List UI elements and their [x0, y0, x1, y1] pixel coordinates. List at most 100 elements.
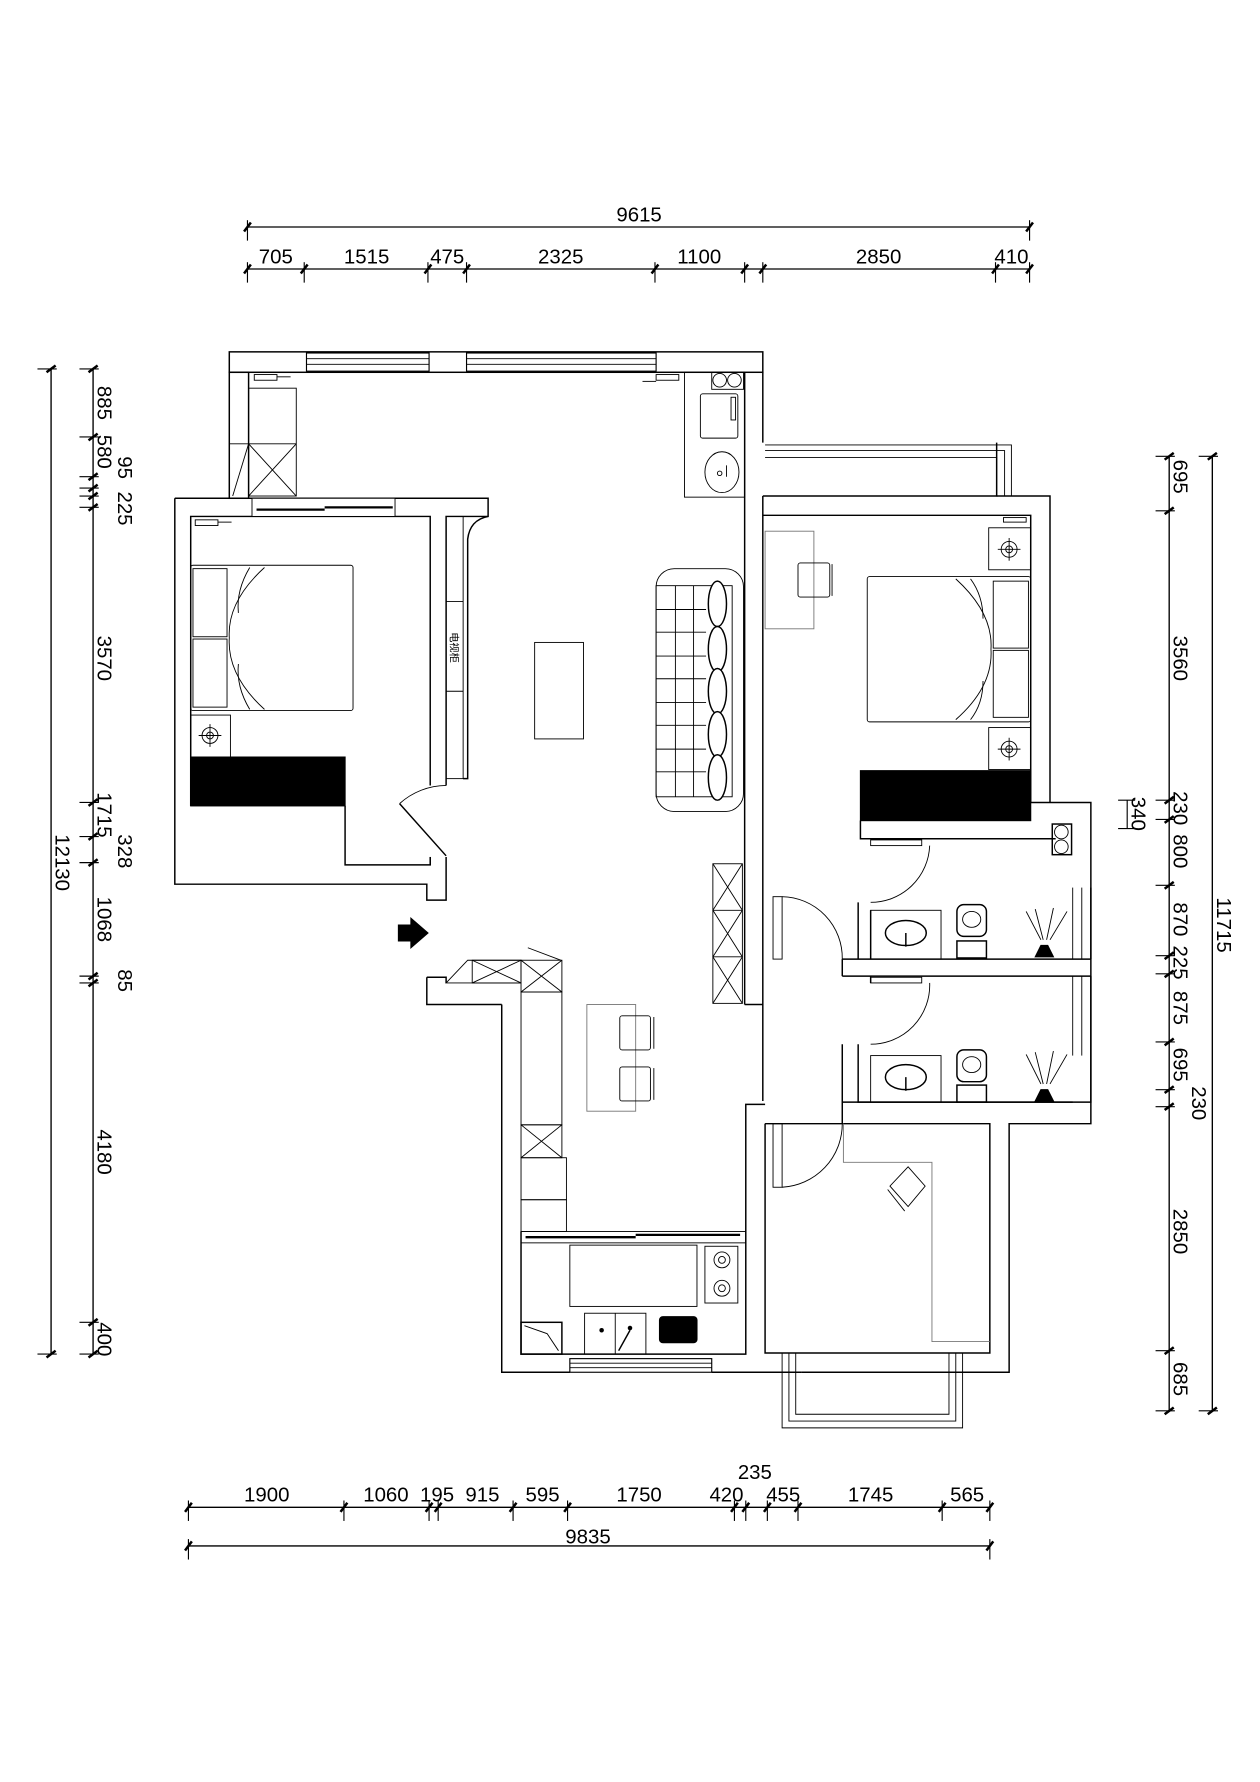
dimension-line	[299, 263, 309, 275]
dimension-line	[793, 1502, 803, 1513]
dimension-line	[563, 1502, 572, 1513]
dimension-line	[184, 1540, 193, 1552]
shower-icon	[1025, 1050, 1068, 1102]
wardrobe-left	[190, 756, 346, 807]
balcony-top	[765, 444, 1012, 497]
dimension-line	[87, 858, 99, 868]
toilet	[956, 903, 988, 959]
desk-bedroom	[764, 530, 833, 630]
dimension-label: 475	[430, 246, 464, 268]
dimension-line	[87, 491, 99, 501]
dimension-label: 195	[420, 1485, 454, 1507]
dimension-label: 870	[1169, 902, 1191, 936]
dimension-line	[1025, 221, 1034, 233]
dimension-line	[730, 1502, 739, 1513]
dimension-line	[1163, 880, 1175, 890]
dimension-line	[1163, 1085, 1175, 1095]
sofa-cushion	[707, 580, 728, 628]
dimension-line	[433, 1502, 443, 1513]
dimension-line	[508, 1502, 518, 1513]
dimension-label: 1750	[616, 1485, 661, 1507]
dimension-line	[1163, 1102, 1175, 1112]
dimension-line	[1163, 1346, 1175, 1356]
bed-right	[866, 576, 1032, 723]
exhaust-shaft	[1051, 823, 1073, 856]
dimension-line	[1025, 263, 1034, 275]
dimension-label: 1060	[363, 1485, 408, 1507]
dimension-label: 2850	[856, 246, 901, 268]
dimension-label: 705	[259, 246, 293, 268]
dimension-label: 885	[93, 386, 115, 420]
dimension-line	[87, 832, 99, 841]
dimension-label: 225	[1169, 945, 1191, 979]
dimension-label: 455	[766, 1485, 800, 1507]
sliding-door-bedroom	[251, 497, 396, 517]
kitchenette	[684, 371, 746, 498]
dimension-line	[243, 263, 252, 275]
dimension-label: 230	[1169, 791, 1191, 825]
dimension-label: 1715	[93, 792, 115, 837]
dimension-label: 328	[113, 834, 135, 868]
cooktop	[704, 1245, 739, 1304]
dimension-label: 580	[93, 435, 115, 469]
sofa-cushion	[707, 754, 728, 801]
dimension-line	[1163, 451, 1175, 461]
dimension-extra: 340	[1127, 797, 1149, 831]
tall-cabinet	[248, 387, 297, 497]
dimension-label: 695	[1169, 1048, 1191, 1082]
coffee-table	[534, 641, 584, 740]
radiator-icon	[253, 374, 291, 381]
balcony-bottom	[781, 1352, 964, 1429]
dimension-line	[87, 483, 99, 493]
radiator-icon	[642, 374, 680, 382]
top-window-left	[305, 352, 430, 372]
dimension-label: 1900	[244, 1485, 289, 1507]
dimension-label: 1745	[848, 1485, 893, 1507]
dimension-line	[741, 1502, 751, 1513]
fridge	[520, 1321, 563, 1355]
dimension-line	[87, 978, 99, 988]
wardrobe-right	[859, 770, 1032, 822]
bathroom-2-fixtures	[870, 1049, 1068, 1103]
toilet	[956, 1049, 988, 1103]
chair	[619, 1066, 655, 1102]
dimension-total-bottom: 9835	[565, 1527, 610, 1549]
dimension-label: 1068	[93, 897, 115, 942]
dimension-label: 800	[1169, 834, 1191, 868]
dimension-line	[424, 1502, 434, 1513]
dimension-line	[184, 1502, 193, 1513]
dimension-label: 85	[113, 969, 135, 992]
chair	[619, 1015, 655, 1051]
dimension-label: 3560	[1169, 636, 1191, 681]
dimension-line	[243, 221, 252, 233]
dimension-total-right: 11715	[1212, 897, 1234, 952]
dimension-line	[758, 263, 768, 275]
dimension-line	[1163, 1037, 1175, 1047]
dimension-label: 1515	[344, 246, 389, 268]
dimension-line	[1163, 795, 1175, 805]
kitchen-sliding-door	[520, 1231, 747, 1244]
entrance-cabinets	[445, 947, 567, 1232]
dimension-label: 225	[113, 491, 135, 525]
study-desk	[842, 1123, 990, 1343]
bar-table	[586, 1004, 655, 1112]
kitchen-window	[569, 1358, 713, 1373]
dimension-line	[423, 263, 433, 275]
walls	[174, 351, 1092, 1429]
dimension-line	[87, 502, 99, 512]
dimension-label: 95	[113, 456, 135, 479]
dimension-label: 235	[738, 1462, 772, 1484]
dimension-line	[985, 1502, 995, 1513]
sofa-cushion	[707, 625, 728, 673]
kitchen-sink	[584, 1312, 647, 1355]
bed-left	[190, 564, 354, 711]
furniture: 电视柜	[190, 371, 1073, 1355]
door-left-bedroom	[399, 784, 447, 857]
dimension-total-top: 9615	[616, 204, 661, 226]
dimension-label: 410	[994, 246, 1028, 268]
dimension-label: 915	[465, 1485, 499, 1507]
dimension-line	[991, 263, 1000, 275]
bathroom-1-fixtures	[870, 903, 1068, 960]
sofa-cushion	[707, 710, 728, 758]
dimension-line	[45, 364, 57, 374]
